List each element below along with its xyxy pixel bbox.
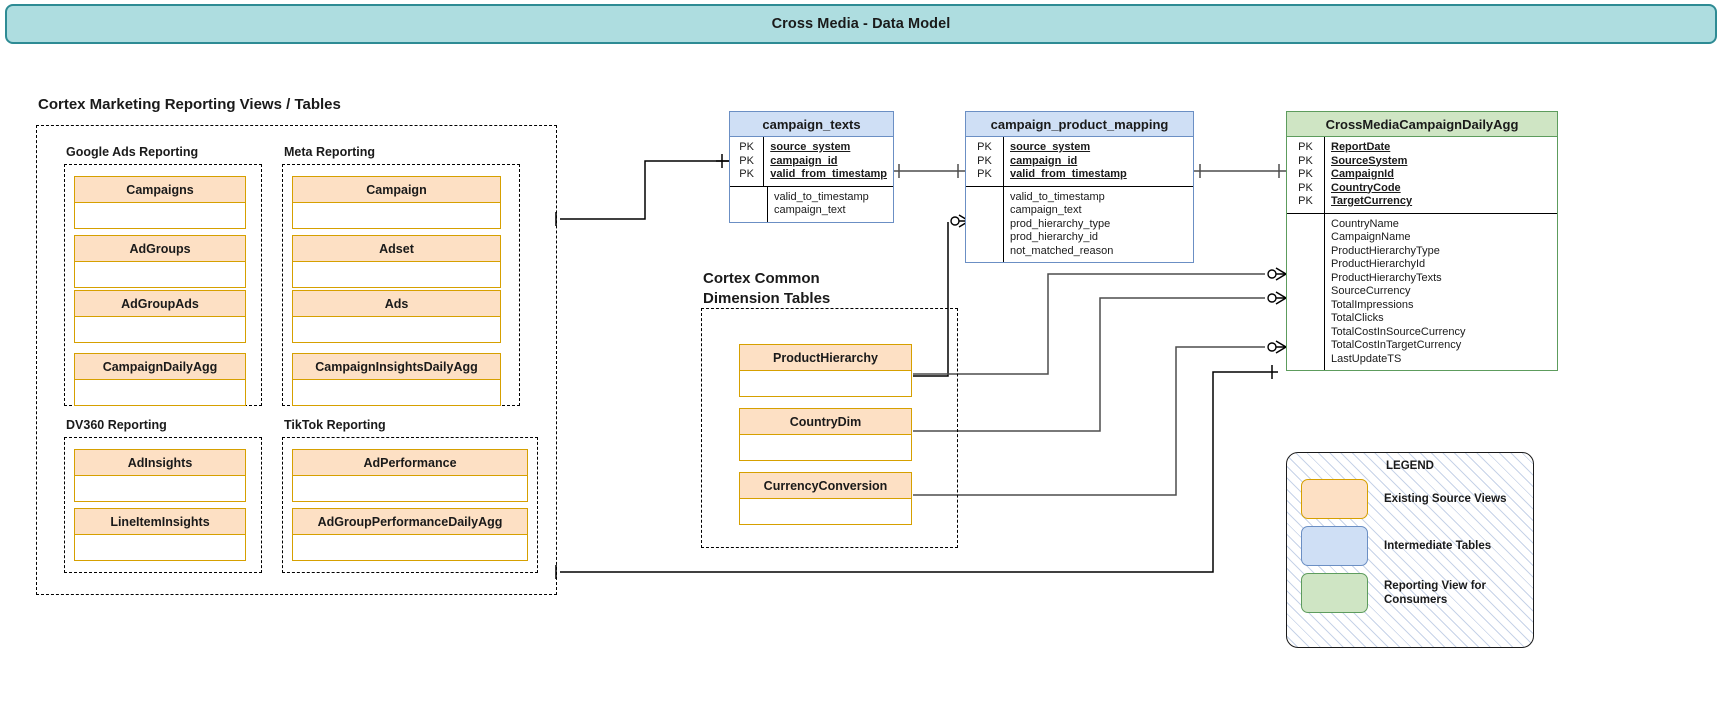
cortex-marketing-reporting-container: [36, 125, 557, 595]
entity-producthierarchy-title: ProductHierarchy: [740, 345, 911, 371]
er-table-campaign-texts-attr-marks: [730, 186, 768, 222]
entity-producthierarchy[interactable]: ProductHierarchy: [739, 344, 912, 397]
entity-lineiteminsights-body: [75, 535, 245, 560]
entity-adgroupperformancedailyagg-title: AdGroupPerformanceDailyAgg: [293, 509, 527, 535]
er-table-campaign-texts-title: campaign_texts: [730, 112, 893, 137]
entity-campaigns-title: Campaigns: [75, 177, 245, 203]
er-table-campaign-product-mapping[interactable]: campaign_product_mapping PK PK PK source…: [965, 111, 1194, 263]
entity-adgroupads-title: AdGroupAds: [75, 291, 245, 317]
entity-currencyconversion[interactable]: CurrencyConversion: [739, 472, 912, 525]
entity-adgroups[interactable]: AdGroups: [74, 235, 246, 288]
er-table-crossmediacampaigndailyagg-attr-marks: [1287, 213, 1325, 370]
entity-adgroupperformancedailyagg[interactable]: AdGroupPerformanceDailyAgg: [292, 508, 528, 561]
page-title: Cross Media - Data Model: [771, 16, 951, 32]
entity-ads-body: [293, 317, 500, 342]
entity-adgroupads[interactable]: AdGroupAds: [74, 290, 246, 343]
entity-campaigndailyagg[interactable]: CampaignDailyAgg: [74, 353, 246, 406]
entity-adinsights-title: AdInsights: [75, 450, 245, 476]
entity-adset-title: Adset: [293, 236, 500, 262]
entity-producthierarchy-body: [740, 371, 911, 396]
entity-campaigninsightsdailyagg-body: [293, 380, 500, 405]
er-table-campaign-product-mapping-attr-marks: [966, 186, 1004, 262]
group-box-tiktok: [282, 437, 538, 573]
entity-adset-body: [293, 262, 500, 287]
legend-label-existing-source-views: Existing Source Views: [1384, 493, 1507, 505]
er-table-crossmediacampaigndailyagg-title: CrossMediaCampaignDailyAgg: [1287, 112, 1557, 137]
entity-adperformance-body: [293, 476, 527, 501]
entity-campaigninsightsdailyagg[interactable]: CampaignInsightsDailyAgg: [292, 353, 501, 406]
group-title-meta: Meta Reporting: [284, 145, 375, 159]
entity-countrydim[interactable]: CountryDim: [739, 408, 912, 461]
legend-label-reporting-view: Reporting View for Consumers: [1384, 580, 1487, 606]
group-title-dv360: DV360 Reporting: [66, 418, 167, 432]
entity-countrydim-body: [740, 435, 911, 460]
legend-row-reporting-view: Reporting View for Consumers: [1301, 573, 1533, 613]
er-table-crossmediacampaigndailyagg-pk-marks: PK PK PK PK PK: [1287, 137, 1325, 213]
entity-currencyconversion-title: CurrencyConversion: [740, 473, 911, 499]
er-table-campaign-product-mapping-title: campaign_product_mapping: [966, 112, 1193, 137]
er-table-crossmediacampaigndailyagg-fields: CountryName CampaignName ProductHierarch…: [1331, 217, 1466, 365]
er-table-campaign-product-mapping-pk-fields: source_system campaign_id valid_from_tim…: [1010, 141, 1127, 180]
entity-currencyconversion-body: [740, 499, 911, 524]
entity-adperformance[interactable]: AdPerformance: [292, 449, 528, 502]
entity-adset[interactable]: Adset: [292, 235, 501, 288]
entity-adgroups-body: [75, 262, 245, 287]
er-table-campaign-product-mapping-fields: valid_to_timestamp campaign_text prod_hi…: [1010, 190, 1114, 257]
entity-lineiteminsights[interactable]: LineItemInsights: [74, 508, 246, 561]
group-title-google-ads: Google Ads Reporting: [66, 145, 199, 159]
entity-ads-title: Ads: [293, 291, 500, 317]
er-table-campaign-texts-pk-fields: source_system campaign_id valid_from_tim…: [770, 141, 887, 180]
legend-swatch-existing-source-views: [1301, 479, 1368, 519]
legend-swatch-intermediate-tables: [1301, 526, 1368, 566]
entity-adgroupperformancedailyagg-body: [293, 535, 527, 560]
group-box-dv360: [64, 437, 262, 573]
er-table-crossmediacampaigndailyagg-pk-fields: ReportDate SourceSystem CampaignId Count…: [1331, 141, 1413, 207]
entity-lineiteminsights-title: LineItemInsights: [75, 509, 245, 535]
common-dimension-section-title: Cortex Common Dimension Tables: [703, 270, 831, 307]
entity-campaign-body: [293, 203, 500, 228]
legend-swatch-reporting-view: [1301, 573, 1368, 613]
entity-campaigndailyagg-body: [75, 380, 245, 405]
legend-row-existing-source-views: Existing Source Views: [1301, 479, 1533, 519]
er-table-campaign-texts-pk-marks: PK PK PK: [730, 137, 765, 186]
entity-campaigninsightsdailyagg-title: CampaignInsightsDailyAgg: [293, 354, 500, 380]
entity-campaigns-body: [75, 203, 245, 228]
group-title-tiktok: TikTok Reporting: [284, 418, 386, 432]
entity-campaign-title: Campaign: [293, 177, 500, 203]
common-dimension-container: [701, 308, 958, 548]
legend-title: LEGEND: [1386, 460, 1434, 472]
entity-ads[interactable]: Ads: [292, 290, 501, 343]
legend-label-intermediate-tables: Intermediate Tables: [1384, 540, 1492, 552]
left-section-title: Cortex Marketing Reporting Views / Table…: [38, 96, 341, 113]
entity-adgroups-title: AdGroups: [75, 236, 245, 262]
entity-adperformance-title: AdPerformance: [293, 450, 527, 476]
er-table-crossmediacampaigndailyagg[interactable]: CrossMediaCampaignDailyAgg PK PK PK PK P…: [1286, 111, 1558, 371]
entity-campaign[interactable]: Campaign: [292, 176, 501, 229]
entity-campaigns[interactable]: Campaigns: [74, 176, 246, 229]
entity-adinsights[interactable]: AdInsights: [74, 449, 246, 502]
er-table-campaign-product-mapping-pk-marks: PK PK PK: [966, 137, 1004, 186]
entity-campaigndailyagg-title: CampaignDailyAgg: [75, 354, 245, 380]
entity-countrydim-title: CountryDim: [740, 409, 911, 435]
legend-row-intermediate-tables: Intermediate Tables: [1301, 526, 1533, 566]
page-title-banner: Cross Media - Data Model: [5, 4, 1717, 44]
legend-panel: LEGEND Existing Source Views Intermediat…: [1286, 452, 1534, 648]
er-table-campaign-texts-fields: valid_to_timestamp campaign_text: [774, 190, 869, 217]
er-table-campaign-texts[interactable]: campaign_texts PK PK PK source_system ca…: [729, 111, 894, 223]
entity-adgroupads-body: [75, 317, 245, 342]
entity-adinsights-body: [75, 476, 245, 501]
